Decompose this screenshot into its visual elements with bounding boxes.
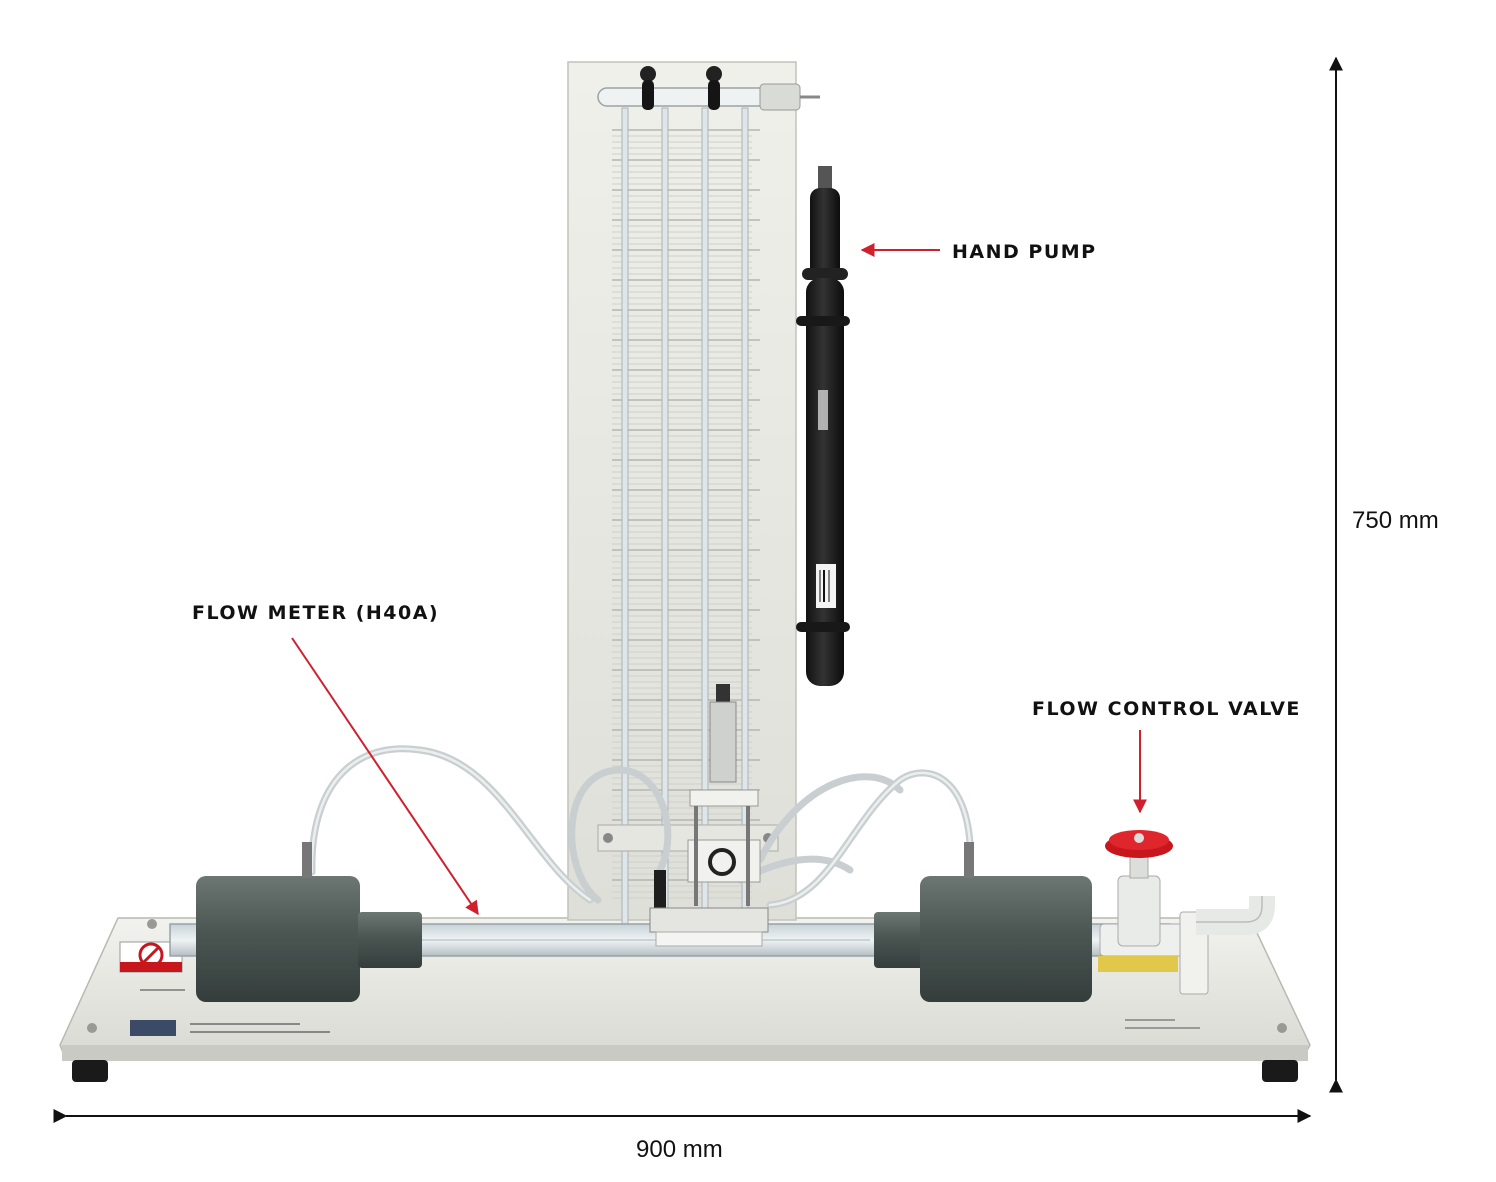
dimension-lines [53, 56, 1343, 1123]
flow-control-valve [1098, 830, 1275, 995]
manifold-clip-left [640, 66, 656, 110]
flow-control-valve-label: FLOW CONTROL VALVE [1032, 698, 1301, 720]
foot-right [1262, 1060, 1298, 1082]
traverse-carriage [649, 684, 769, 947]
flow-meter-arrow [291, 637, 479, 916]
logo-icon [130, 1020, 176, 1036]
hand-pump [796, 166, 850, 686]
flow-meter-cylinder-right [874, 842, 1092, 1002]
callout-arrows [291, 243, 1147, 916]
height-dimension-label: 750 mm [1352, 507, 1439, 534]
foot-left [72, 1060, 108, 1082]
manometer-board [567, 61, 820, 929]
flow-meter-label: FLOW METER (H40A) [192, 602, 440, 624]
width-dimension-label: 900 mm [636, 1136, 723, 1163]
hand-pump-label: HAND PUMP [952, 241, 1097, 263]
flow-meter-cylinder-left [196, 842, 422, 1002]
manifold-clip-right [706, 66, 722, 110]
